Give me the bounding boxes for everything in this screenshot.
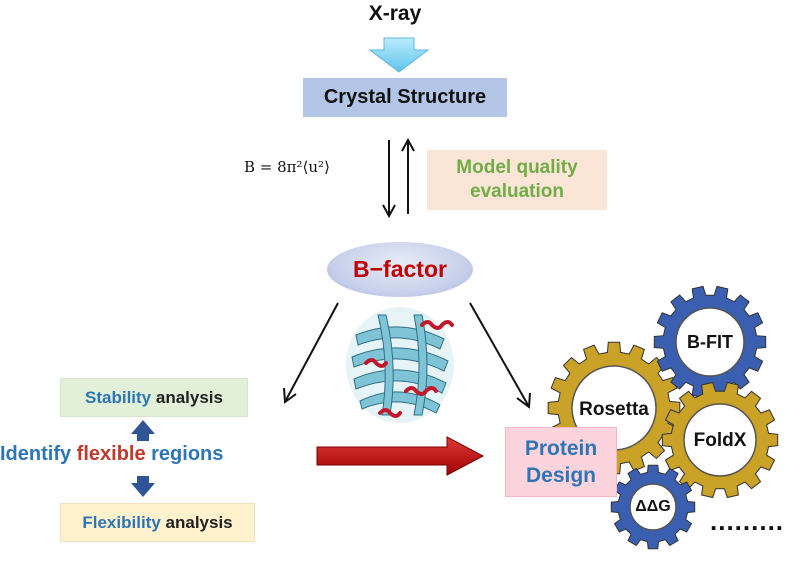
model-quality-box: Model quality evaluation xyxy=(427,150,607,210)
down-arrow-to-bfactor xyxy=(382,140,396,219)
protein-structure-icon xyxy=(346,307,454,423)
crystal-structure-label: Crystal Structure xyxy=(323,86,487,108)
identify-suffix: regions xyxy=(145,443,224,465)
gear-bfit-icon xyxy=(653,285,767,399)
bfactor-formula: B = 8π²⟨u²⟩ xyxy=(244,158,330,176)
protein-design-line1: Protein xyxy=(524,437,598,460)
stability-rest: analysis xyxy=(151,387,223,407)
protein-design-box: Protein Design xyxy=(505,427,617,497)
stability-analysis-box: Stability analysis xyxy=(60,378,248,417)
flexibility-analysis-box: Flexibility analysis xyxy=(60,503,255,542)
stability-keyword: Stability xyxy=(85,387,152,407)
gear-label-bfit: B-FIT xyxy=(687,332,733,352)
gear-foldx-icon xyxy=(661,381,779,499)
protein-design-line2: Design xyxy=(525,464,596,487)
identify-keyword: flexible xyxy=(76,443,146,465)
flexibility-keyword: Flexibility xyxy=(82,512,161,532)
crystal-structure-box: Crystal Structure xyxy=(303,78,507,117)
big-red-arrow xyxy=(316,436,485,476)
xray-down-arrow xyxy=(368,37,430,73)
identify-flexible-regions: Identify flexible regions xyxy=(0,443,275,466)
bfactor-ellipse: B−factor xyxy=(327,242,473,297)
identify-prefix: Identify xyxy=(0,443,77,465)
gear-label-foldx: FoldX xyxy=(694,430,747,451)
flexibility-down-arrow xyxy=(131,476,155,497)
model-quality-line1: Model quality xyxy=(456,157,578,178)
up-arrow-to-crystal xyxy=(401,137,415,214)
gear-ddg-icon xyxy=(610,464,696,550)
xray-label: X-ray xyxy=(368,2,422,25)
more-tools-ellipsis: ......... xyxy=(710,506,785,536)
arrow-to-design xyxy=(469,302,531,409)
stability-up-arrow xyxy=(131,420,155,441)
arrow-to-stability xyxy=(283,302,339,404)
gear-label-rosetta: Rosetta xyxy=(579,399,649,420)
gear-label-ddg: ΔΔG xyxy=(635,498,670,515)
flexibility-rest: analysis xyxy=(160,512,233,532)
bfactor-label: B−factor xyxy=(353,256,447,282)
model-quality-line2: evaluation xyxy=(470,181,564,202)
